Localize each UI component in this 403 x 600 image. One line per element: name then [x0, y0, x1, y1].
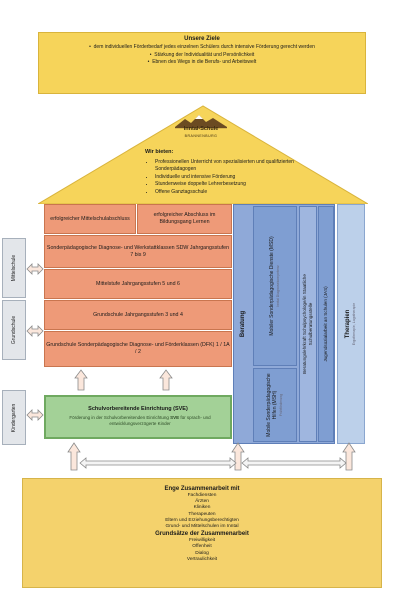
- offer-item: Offene Ganztagsschule: [155, 189, 295, 197]
- goals-box: Unsere Ziele • dem individuellen Förderb…: [38, 32, 366, 94]
- cooperation-item: Eltern und Erziehungsberechtigten: [165, 517, 239, 523]
- sve-description: Förderung in der Schulvorbereitenden Ein…: [69, 415, 211, 426]
- goal-item: • dem individuellen Förderbedarf jedes e…: [89, 44, 315, 51]
- school-logo-icon: [175, 115, 227, 129]
- grundschule-label: Grundschule: [2, 300, 26, 360]
- goals-title: Unsere Ziele: [184, 36, 220, 42]
- offer-item: Professionellen Unterricht von spezialis…: [155, 159, 295, 174]
- logo-name: Inntal-Schule: [183, 126, 219, 132]
- jas-box: Jugendsozialarbeit an Schulen (JAS): [318, 206, 334, 442]
- mittelstufe-box: Mittelstufe Jahrgangsstufen 5 und 6: [44, 269, 232, 299]
- beratungslehrkraft-box: Beratungslehrkraft Schulpsychologe/in St…: [299, 206, 317, 442]
- msh-box: Mobile Sonderpädagogische Hilfen (MSH)Fr…: [253, 368, 297, 442]
- cooperation-item: Ärzten: [195, 499, 209, 505]
- cooperation-item: Kliniken: [193, 505, 211, 511]
- cooperation-box: Enge Zusammenarbeit mit Fachdiensten Ärz…: [22, 478, 382, 588]
- dfk-box: Grundschule Sonderpädagogische Diagnose-…: [44, 331, 232, 367]
- cooperation-title: Enge Zusammenarbeit mit: [164, 486, 240, 492]
- msd-box: Mobiler Sonderpädagogische Dienste (MSD)…: [253, 206, 297, 366]
- principles-title: Grundsätze der Zusammenarbeit: [155, 531, 249, 538]
- roof-triangle: [38, 105, 368, 204]
- sdw-box: Sonderpädagogische Diagnose- und Werksta…: [44, 235, 232, 268]
- cooperation-item: Fachdiensten: [187, 493, 217, 498]
- beratung-title-col: Beratung: [240, 310, 246, 338]
- principle-item: Offenheit: [192, 544, 212, 550]
- abschluss-mittelschule-box: erfolgreicher Mittelschulabschluss: [44, 204, 136, 234]
- offer-section: Wir bieten: Professionellen Unterricht v…: [145, 149, 295, 197]
- sve-title: Schulvorbereitende Einrichtung (SVE): [88, 406, 188, 412]
- offer-item: Individuelle und intensive Förderung: [155, 174, 295, 182]
- cooperation-item: Grund- und Mittelschulen im Inntal: [165, 524, 239, 530]
- principle-item: Freiwilligkeit: [188, 538, 216, 544]
- principle-item: Dialog: [195, 550, 209, 556]
- offer-item: Stundenweise doppelte Lehrerbesetzung: [155, 181, 295, 189]
- mittelschule-label: Mittelschule: [2, 238, 26, 298]
- cooperation-item: Therapeuten: [188, 511, 216, 517]
- goal-item: • Stärkung der Individualität und Persön…: [149, 51, 255, 58]
- kindergarten-label: Kindergarten: [2, 390, 26, 445]
- abschluss-bildungsgang-box: erfolgreicher Abschluss im Bildungsgang …: [137, 204, 232, 234]
- principle-item: Vertraulichkeit: [186, 556, 218, 562]
- goal-item: • Ebnen des Wegs in die Berufs- und Arbe…: [147, 59, 257, 66]
- grundschule-box: Grundschule Jahrgangsstufen 3 und 4: [44, 300, 232, 330]
- offer-title: Wir bieten:: [145, 149, 174, 155]
- sve-box: Schulvorbereitende Einrichtung (SVE) För…: [44, 395, 232, 439]
- logo-subtitle: BRANNENBURG: [184, 134, 218, 138]
